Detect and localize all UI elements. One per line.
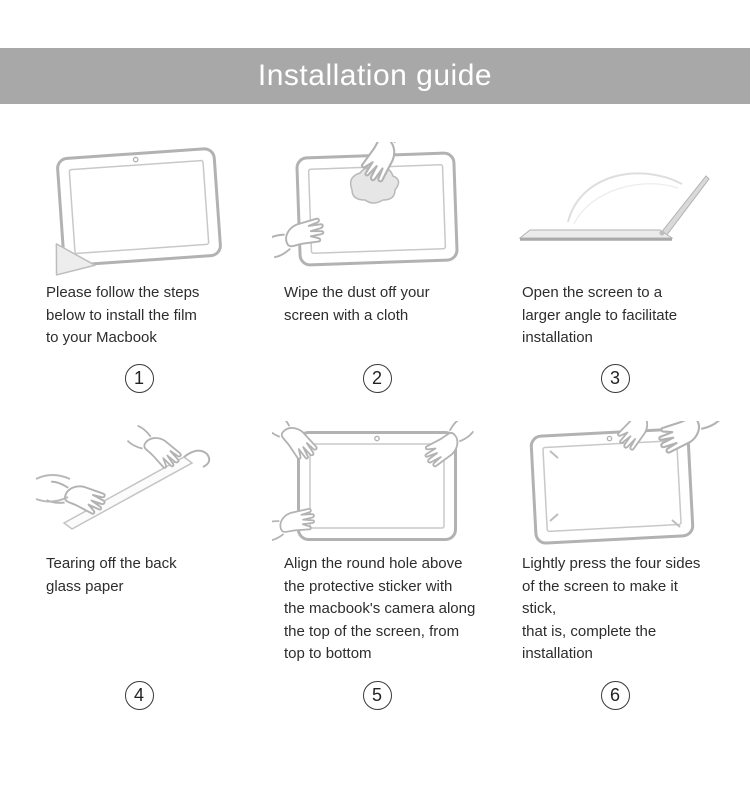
step-6: Lightly press the four sides of the scre…: [510, 421, 720, 724]
step-caption: Lightly press the four sides of the scre…: [522, 555, 701, 662]
step-number-badge: 4: [124, 681, 154, 710]
step-caption: Wipe the dust off your screen with a clo…: [284, 284, 430, 324]
step-number-badge: 6: [600, 681, 630, 710]
step-number-badge: 5: [362, 681, 392, 710]
step-5: Align the round hole above the protectiv…: [272, 421, 482, 724]
hands-pressing-screen-sides-illustration: [529, 421, 720, 546]
step-3: Open the screen to a larger angle to fac…: [510, 140, 720, 407]
hands-aligning-film-with-camera-illustration: [272, 421, 476, 544]
step-number-badge: 1: [124, 364, 154, 393]
banner-title: Installation guide: [0, 48, 750, 104]
step-caption: Align the round hole above the protectiv…: [284, 555, 476, 662]
step-4: Tearing off the back glass paper 4: [34, 421, 244, 724]
step-number-badge: 2: [362, 364, 392, 393]
steps-row-2: Tearing off the back glass paper 4 Align…: [0, 421, 750, 724]
step-2: Wipe the dust off your screen with a clo…: [272, 140, 482, 407]
step-1: Please follow the steps below to install…: [34, 140, 244, 407]
hands-wiping-screen-with-cloth-illustration: [272, 141, 459, 267]
screen-film-peeling-corner-illustration: [55, 146, 223, 276]
step-caption: Open the screen to a larger angle to fac…: [522, 284, 678, 346]
laptop-opened-wide-angle-illustration: [518, 171, 710, 241]
step-caption: Tearing off the back glass paper: [46, 555, 177, 595]
step-caption: Please follow the steps below to install…: [46, 284, 200, 346]
hands-tearing-back-paper-illustration: [35, 422, 211, 530]
steps-row-1: Please follow the steps below to install…: [0, 140, 750, 407]
step-number-badge: 3: [600, 364, 630, 393]
